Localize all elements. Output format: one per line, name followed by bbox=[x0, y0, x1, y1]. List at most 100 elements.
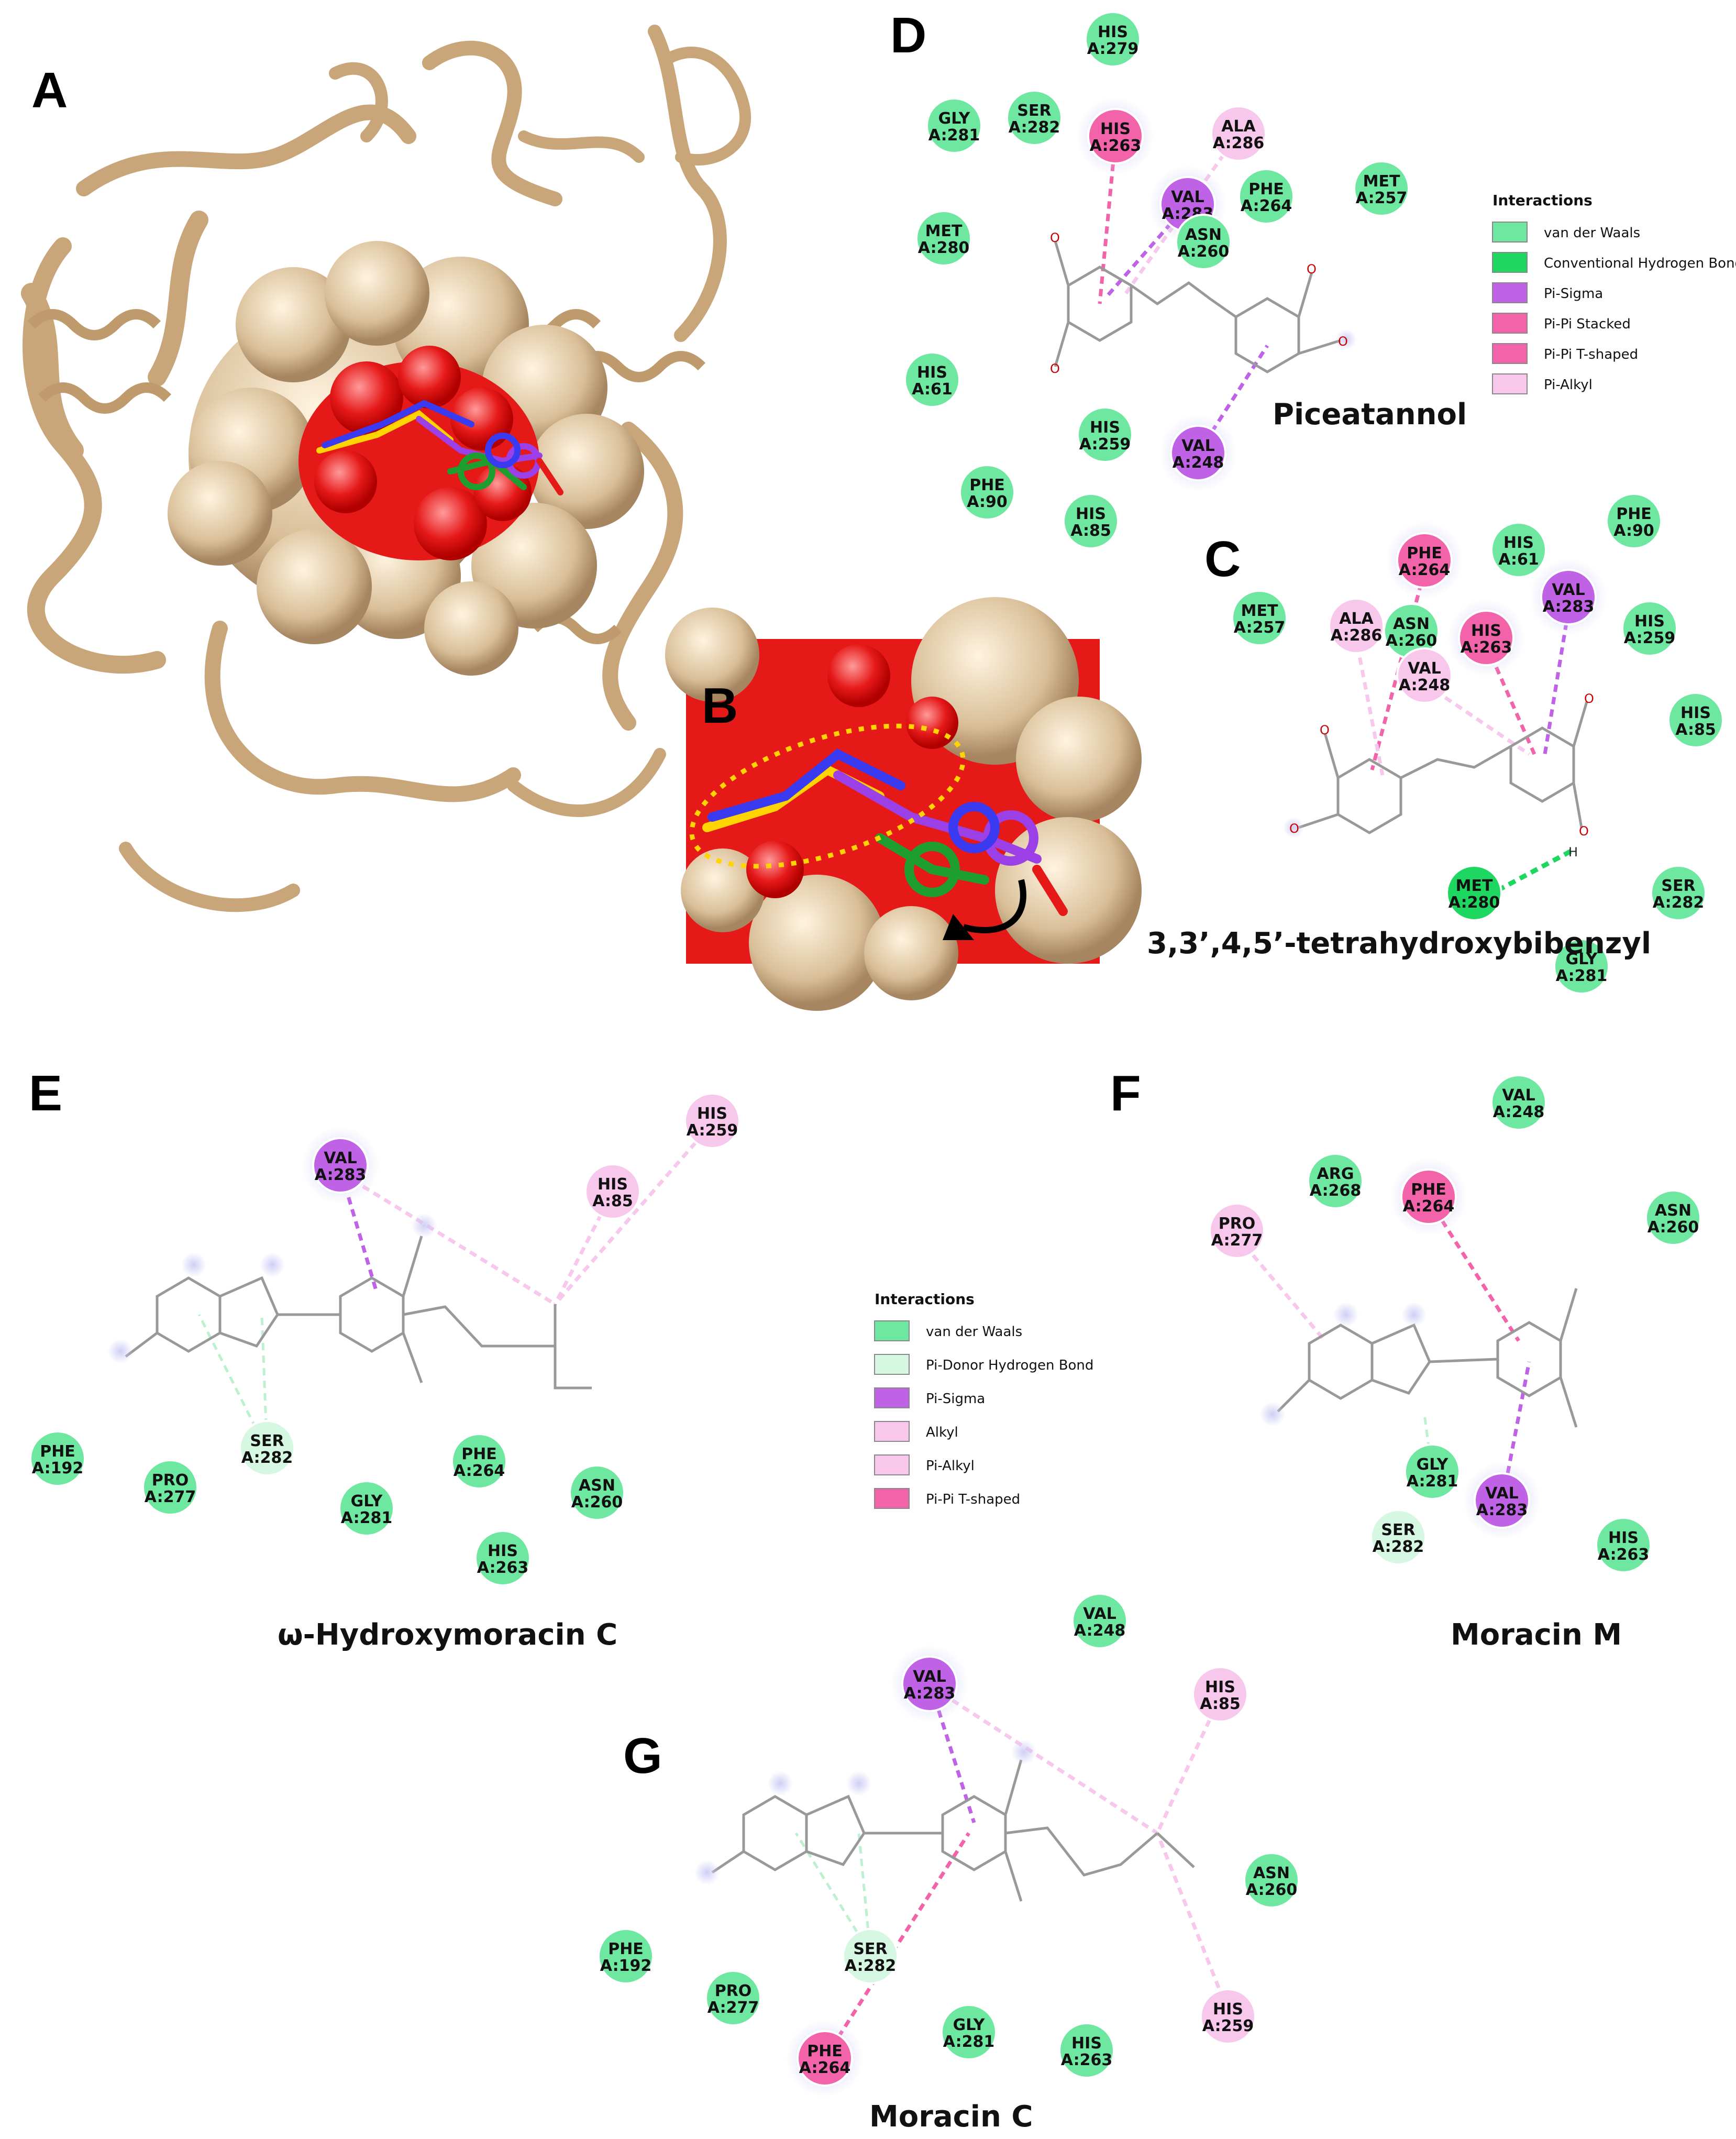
residue-disc bbox=[1490, 1074, 1547, 1131]
residue-disc bbox=[474, 1530, 531, 1586]
residue-number: A:264 bbox=[454, 1462, 505, 1480]
residue-name: PHE bbox=[461, 1445, 497, 1463]
residue-name: VAL bbox=[1485, 1484, 1519, 1503]
legend-label: Alkyl bbox=[926, 1425, 958, 1440]
residue-number: A:281 bbox=[943, 2033, 994, 2051]
residue-name: GLY bbox=[1417, 1456, 1449, 1474]
residue-disc bbox=[142, 1459, 198, 1516]
residue-number: A:277 bbox=[145, 1488, 196, 1506]
residue-name: ARG bbox=[1317, 1165, 1354, 1183]
panel-letter-g: G bbox=[623, 1728, 662, 1784]
oxygen-atom: O bbox=[1579, 824, 1589, 839]
residue-disc bbox=[1210, 105, 1267, 162]
solvent-halo bbox=[768, 1771, 793, 1796]
residue-number: A:90 bbox=[1613, 522, 1654, 540]
residue-name: SER bbox=[853, 1940, 887, 1958]
residue-disc bbox=[1175, 214, 1232, 270]
solvent-halo bbox=[694, 1860, 720, 1885]
panel-a-protein-structure: A bbox=[21, 25, 751, 912]
residue-number: A:260 bbox=[1178, 242, 1229, 261]
residue-name: PHE bbox=[1411, 1181, 1446, 1199]
residue-disc bbox=[1006, 90, 1063, 146]
residue-number: A:248 bbox=[1074, 1622, 1125, 1640]
residue-name: PRO bbox=[715, 1982, 752, 2000]
residue-number: A:192 bbox=[600, 1957, 651, 1975]
residue-number: A:283 bbox=[1543, 598, 1594, 616]
residue-disc bbox=[915, 210, 972, 267]
residue-name: VAL bbox=[324, 1149, 357, 1167]
residue-number: A:259 bbox=[1624, 629, 1675, 647]
residue-name: PRO bbox=[1219, 1215, 1256, 1233]
residue-disc bbox=[705, 1970, 761, 2026]
residue-number: A:264 bbox=[1403, 1197, 1454, 1216]
residue-number: A:282 bbox=[241, 1449, 293, 1467]
compound-name-moracin-m: Moracin M bbox=[1451, 1618, 1622, 1652]
residue-name: HIS bbox=[1205, 1678, 1235, 1696]
legend-swatch bbox=[1492, 313, 1528, 334]
residue-name: HIS bbox=[1503, 534, 1534, 552]
legend-swatch bbox=[874, 1454, 910, 1475]
oxygen-atom: O bbox=[1320, 723, 1330, 737]
residue-number: A:61 bbox=[912, 380, 953, 399]
hydrogen-atom: H bbox=[1568, 845, 1578, 859]
panel-letter-a: A bbox=[31, 62, 68, 118]
ligand-structure bbox=[1298, 701, 1588, 834]
residue-number: A:259 bbox=[1202, 2017, 1254, 2035]
residue-disc bbox=[584, 1163, 641, 1220]
residue-number: A:286 bbox=[1213, 134, 1264, 152]
residue-name: SER bbox=[1381, 1521, 1415, 1539]
residue-name: VAL bbox=[1552, 581, 1585, 599]
residue-disc bbox=[1077, 406, 1133, 463]
legend-label: van der Waals bbox=[926, 1324, 1022, 1340]
protein-ribbon bbox=[21, 25, 751, 912]
residue-disc bbox=[1645, 1189, 1701, 1246]
residue-name: PHE bbox=[608, 1940, 644, 1958]
residue-disc bbox=[904, 351, 960, 408]
highlight-dashed-ellipse bbox=[689, 723, 966, 869]
residue-disc bbox=[1490, 522, 1547, 578]
residue-name: HIS bbox=[1071, 2034, 1102, 2053]
docked-ligands bbox=[316, 400, 563, 495]
residue-name: HIS bbox=[697, 1105, 727, 1123]
residue-disc bbox=[1071, 1593, 1128, 1649]
residue-name: HIS bbox=[1076, 505, 1106, 523]
legend-swatch bbox=[1492, 343, 1528, 364]
residue-disc bbox=[1307, 1153, 1364, 1209]
residue-name: PHE bbox=[969, 476, 1005, 494]
residue-disc bbox=[239, 1420, 295, 1476]
residue-number: A:192 bbox=[32, 1459, 83, 1478]
residue-number: A:259 bbox=[1079, 435, 1131, 454]
legend-swatch bbox=[874, 1488, 910, 1509]
residue-number: A:279 bbox=[1087, 40, 1138, 58]
residue-disc bbox=[569, 1464, 625, 1521]
residue-name: ASN bbox=[1393, 615, 1430, 633]
residue-number: A:85 bbox=[1200, 1695, 1241, 1713]
residue-name: ASN bbox=[579, 1476, 615, 1495]
legend-title: Interactions bbox=[875, 1291, 975, 1308]
residue-disc bbox=[312, 1137, 369, 1194]
residue-disc bbox=[1667, 692, 1724, 748]
residue-name: VAL bbox=[1181, 437, 1215, 455]
solvent-halo bbox=[412, 1213, 437, 1238]
residue-disc bbox=[959, 464, 1015, 521]
solvent-halo bbox=[1260, 1402, 1285, 1427]
